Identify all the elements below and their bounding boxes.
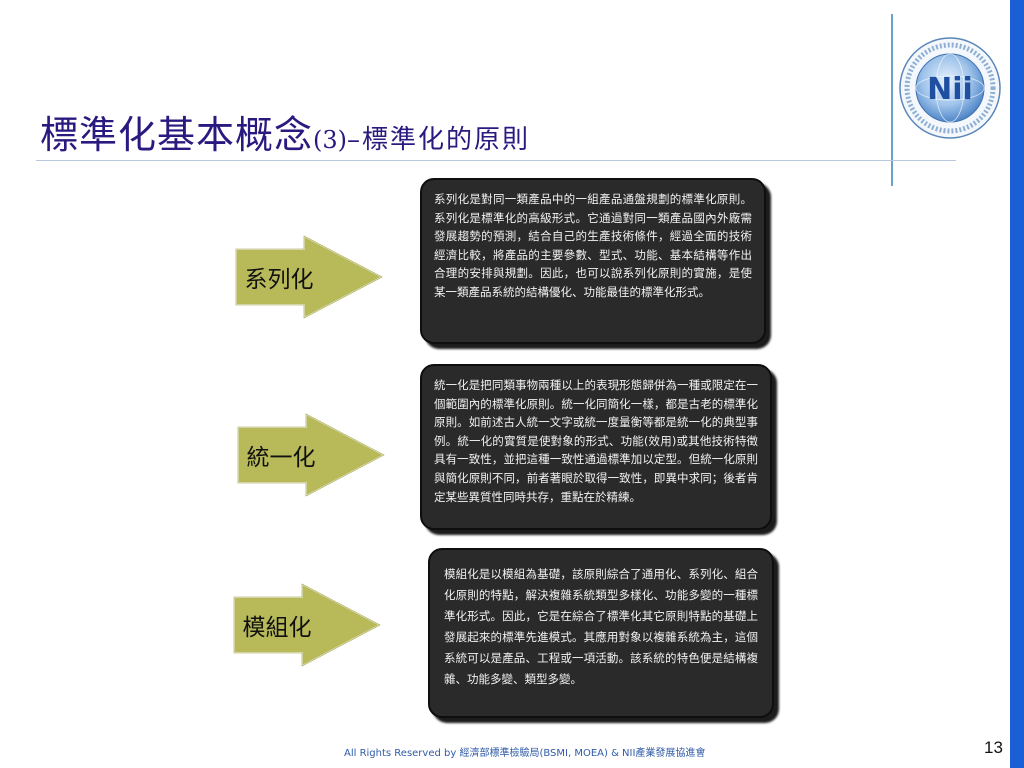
page-number: 13: [984, 738, 1003, 757]
copyright-footer: All Rights Reserved by 經濟部標準檢驗局(BSMI, MO…: [344, 748, 706, 759]
vertical-divider: [891, 14, 893, 186]
title-main: 標準化基本概念: [40, 113, 314, 157]
right-accent-bar: [1010, 0, 1024, 768]
arrow-modularization: 模組化: [228, 580, 388, 670]
title-subtitle: –標準化的原則: [347, 125, 531, 155]
slide-title: 標準化基本概念(3)–標準化的原則: [40, 104, 530, 159]
arrow-label-series: 系列化: [244, 267, 314, 293]
description-box-modularization: 模組化是以模組為基礎，該原則綜合了通用化、系列化、組合化原則的特點，解決複雜系統…: [428, 548, 774, 718]
title-number: (3): [313, 126, 348, 154]
description-text-unification: 統一化是把同類事物兩種以上的表現形態歸併為一種或限定在一個範圍內的標準化原則。統…: [434, 378, 758, 504]
arrow-unification: 統一化: [232, 410, 392, 500]
description-text-series: 系列化是對同一類產品中的一組產品通盤規劃的標準化原則。系列化是標準化的高級形式。…: [434, 192, 752, 299]
description-box-series: 系列化是對同一類產品中的一組產品通盤規劃的標準化原則。系列化是標準化的高級形式。…: [420, 178, 766, 344]
nii-logo: Nii: [898, 36, 1002, 140]
arrow-series: 系列化: [230, 232, 390, 322]
arrow-label-unification: 統一化: [246, 445, 316, 471]
arrow-label-modularization: 模組化: [242, 615, 312, 641]
description-text-modularization: 模組化是以模組為基礎，該原則綜合了通用化、系列化、組合化原則的特點，解決複雜系統…: [444, 567, 758, 686]
description-box-unification: 統一化是把同類事物兩種以上的表現形態歸併為一種或限定在一個範圍內的標準化原則。統…: [420, 364, 772, 530]
title-underline: [36, 160, 956, 161]
logo-text: Nii: [927, 72, 973, 107]
